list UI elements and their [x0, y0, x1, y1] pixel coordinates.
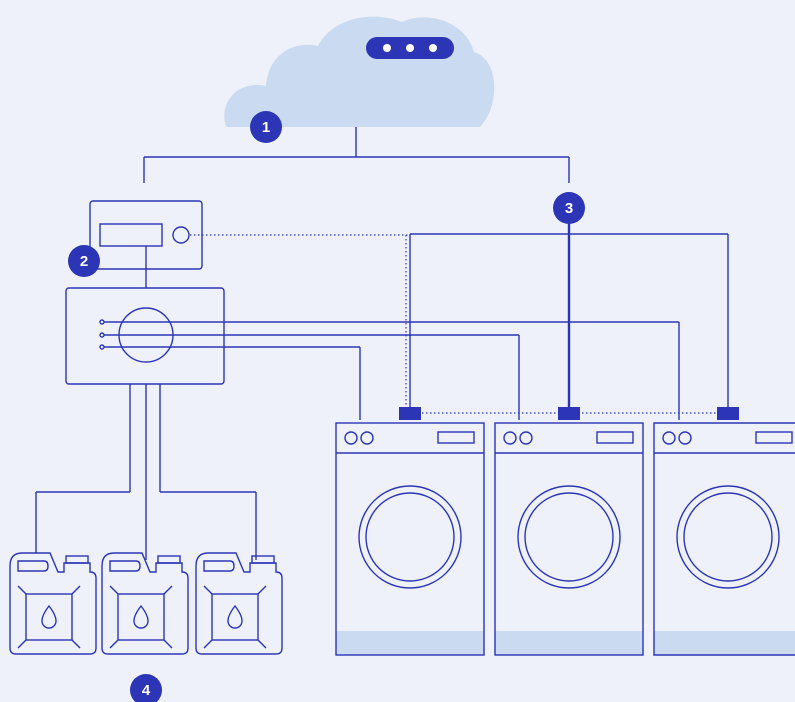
- washing-machine-icon: [494, 407, 644, 656]
- detergent-canister-icon: [9, 552, 97, 655]
- badge-detergent: 4: [130, 674, 162, 702]
- dosing-hoses: [104, 321, 680, 420]
- badge-cloud: 1: [250, 111, 282, 143]
- canister-hoses: [35, 384, 257, 560]
- badge-label: 2: [80, 253, 88, 270]
- controller-signal-lines: [190, 234, 730, 414]
- badge-controller: 2: [68, 245, 100, 277]
- detergent-canister-icon: [101, 552, 189, 655]
- cloud-icon: [224, 16, 495, 128]
- detergent-canister-icon: [195, 552, 283, 655]
- badge-label: 3: [565, 200, 573, 217]
- more-dots-icon: [366, 37, 454, 59]
- cloud-connections: [143, 127, 570, 183]
- badge-label: 1: [262, 119, 270, 136]
- washing-machine-icon: [335, 407, 485, 656]
- badge-label: 4: [142, 682, 151, 699]
- washing-machine-icon: [653, 407, 795, 656]
- machine-network-lines: [409, 222, 729, 408]
- badge-machines: 3: [553, 192, 585, 224]
- controller-icon: [89, 200, 203, 270]
- dosing-pump-icon: [65, 287, 225, 385]
